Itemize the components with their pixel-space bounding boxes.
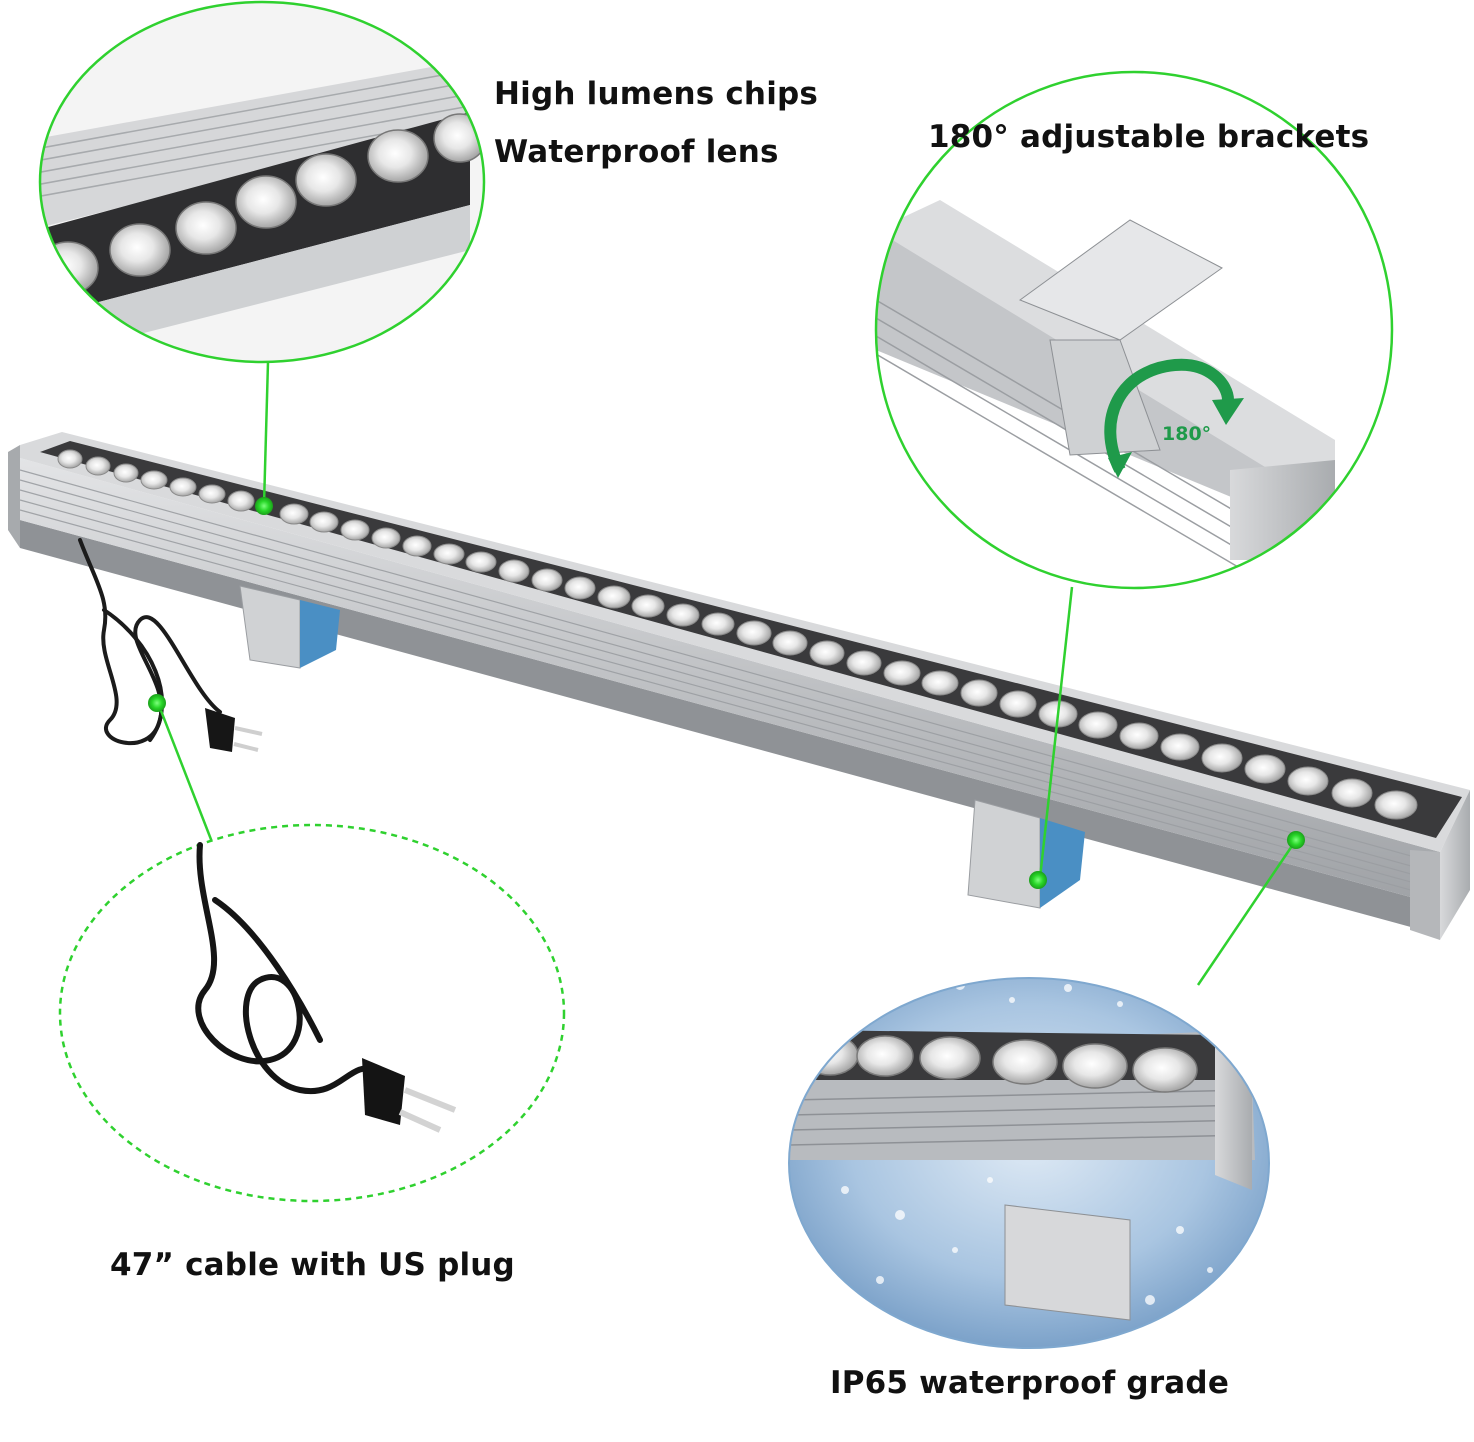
callout-dots <box>148 497 1305 889</box>
caption-adjustable-brackets: 180° adjustable brackets <box>928 119 1370 155</box>
us-plug-icon <box>205 708 263 752</box>
cable-closeup-magnifier <box>58 823 566 1203</box>
caption-waterproof-lens: Waterproof lens <box>494 134 779 170</box>
caption-high-lumens-chips: High lumens chips <box>494 76 819 112</box>
rotation-badge: 180° <box>1162 423 1211 445</box>
caption-ip65-waterproof: IP65 waterproof grade <box>830 1365 1230 1401</box>
mounting-bracket-right <box>967 799 1085 909</box>
led-closeup-magnifier <box>38 0 486 364</box>
callout-lines <box>156 361 1298 986</box>
rotation-arrow-icon: 180° <box>1104 358 1244 478</box>
caption-cable-us-plug: 47” cable with US plug <box>110 1247 515 1283</box>
us-plug-large-icon <box>362 1058 457 1133</box>
led-row <box>57 449 1418 820</box>
main-light-bar <box>8 432 1470 940</box>
bracket-closeup-magnifier: 180° <box>874 70 1394 590</box>
mounting-bracket-left <box>239 585 340 669</box>
power-cord <box>78 538 222 746</box>
waterproof-closeup-magnifier <box>788 977 1270 1349</box>
